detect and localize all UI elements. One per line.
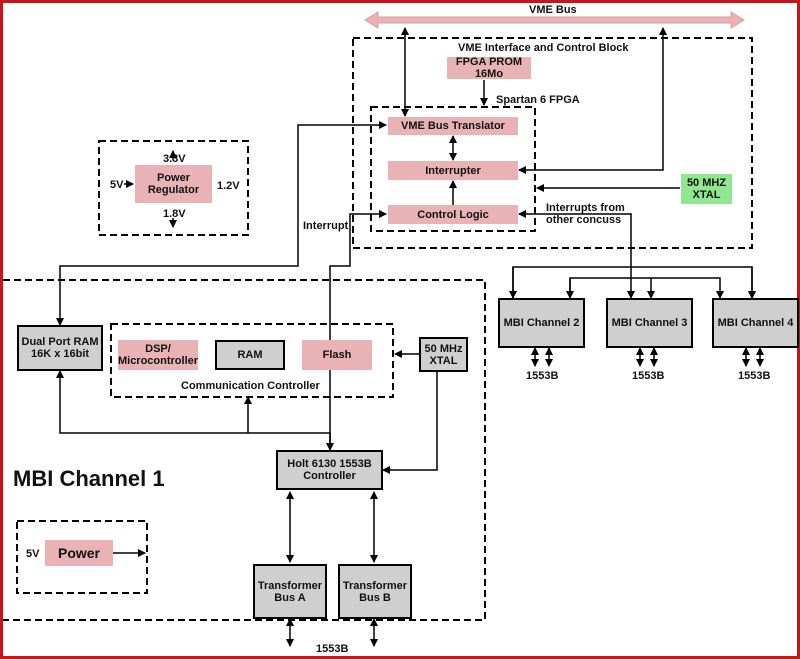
mbi-channel-2-box: MBI Channel 2 <box>498 298 585 348</box>
comm-controller-label: Communication Controller <box>181 380 320 392</box>
reg-out-top: 3.3V <box>163 153 186 165</box>
holt-controller-box: Holt 6130 1553B Controller <box>276 450 383 490</box>
vme-block-title: VME Interface and Control Block <box>458 42 629 54</box>
power-block-border <box>16 520 148 594</box>
dsp-box: DSP/ Microcontroller <box>118 340 198 370</box>
interrupt-label: Interrupt <box>303 220 349 232</box>
reg-out-right: 1.2V <box>217 180 240 192</box>
fpga-prom-box: FPGA PROM 16Mo <box>447 56 531 80</box>
ram-box: RAM <box>215 340 285 370</box>
spartan-label: Spartan 6 FPGA <box>496 94 580 106</box>
channel-3-bus-label: 1553B <box>632 370 665 382</box>
vme-bus-translator-box: VME Bus Translator <box>388 117 518 135</box>
channel1-xtal-box: 50 MHz XTAL <box>419 337 468 372</box>
mbi-channel-3-box: MBI Channel 3 <box>606 298 693 348</box>
dual-port-ram-box: Dual Port RAM 16K x 16bit <box>17 325 103 371</box>
control-logic-box: Control Logic <box>388 205 518 224</box>
channel-2-bus-label: 1553B <box>526 370 559 382</box>
channel1-title: MBI Channel 1 <box>13 466 165 491</box>
interrupter-box: Interrupter <box>388 161 518 180</box>
reg-in: 5V <box>110 179 124 191</box>
flash-box: Flash <box>302 340 372 370</box>
channel1-border <box>3 279 486 621</box>
vme-bus-arrow <box>364 11 745 29</box>
channel1-bus-label: 1553B <box>316 643 349 655</box>
transformer-bus-a-box: Transformer Bus A <box>253 564 327 619</box>
power-regulator-box: Power Regulator <box>135 165 212 203</box>
transformer-bus-b-box: Transformer Bus B <box>338 564 412 619</box>
power-in-label: 5V <box>26 548 40 560</box>
power-box: Power <box>45 540 113 566</box>
mbi-channel-4-box: MBI Channel 4 <box>712 298 799 348</box>
reg-out-bottom: 1.8V <box>163 208 186 220</box>
channel-4-bus-label: 1553B <box>738 370 771 382</box>
interrupts-note: Interrupts from other concuss <box>546 202 625 226</box>
vme-bus-label: VME Bus <box>529 4 577 16</box>
vme-xtal-box: 50 MHZ XTAL <box>681 174 732 204</box>
